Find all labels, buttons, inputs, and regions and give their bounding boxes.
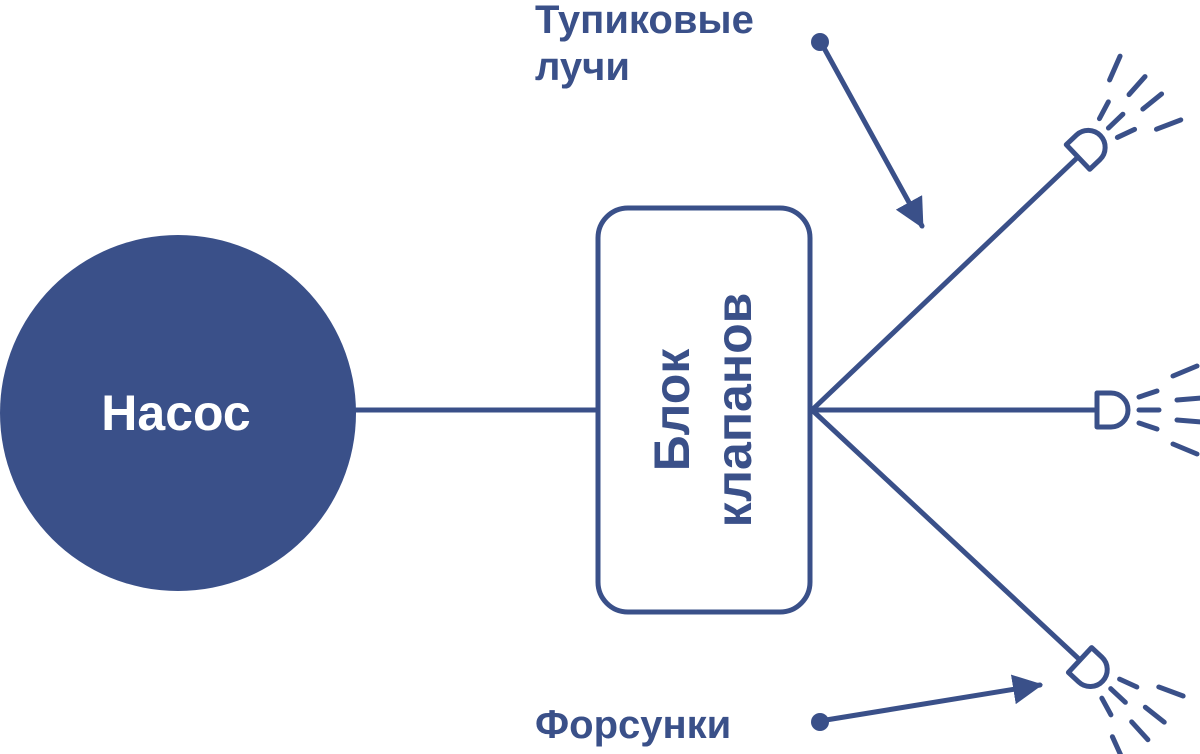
valve-block-label-line2: клапанов [706, 293, 762, 528]
dot-marker-icon [811, 713, 829, 731]
pump-circle [0, 235, 356, 591]
callout-dead-end-rays-line2: лучи [535, 45, 630, 89]
valve-block-label-line1: Блок [644, 348, 700, 472]
valve-block [595, 205, 813, 615]
pump-label: Насос [101, 385, 250, 441]
nozzle-spray-icon [1050, 628, 1186, 754]
dead-end-ray-lower [809, 407, 1083, 663]
callout-nozzles: Форсунки [535, 703, 731, 747]
dead-end-ray-upper [809, 154, 1081, 413]
valve-block-label: Блок клапанов [644, 293, 762, 528]
arrow-head-icon [821, 45, 925, 229]
callout-dead-end-rays-line1: Тупиковые [535, 0, 754, 42]
arrow-head-icon [823, 674, 1043, 723]
nozzle-spray-icon [1097, 366, 1200, 454]
